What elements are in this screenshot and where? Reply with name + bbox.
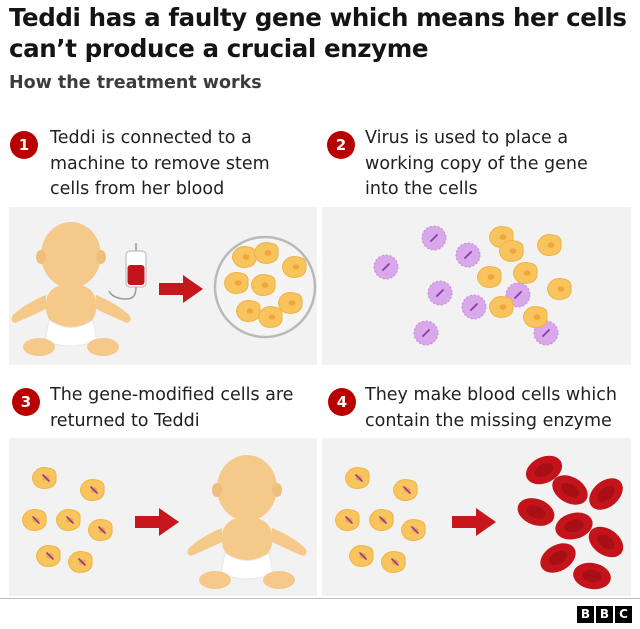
step-2-text: Virus is used to place a working copy of… xyxy=(365,128,588,199)
footer-divider xyxy=(0,598,640,599)
step-3-text: The gene-modified cells are returned to … xyxy=(50,385,294,431)
step-1-illustration xyxy=(9,207,317,365)
blood-bag-icon xyxy=(108,243,147,300)
step-3-badge: 3 xyxy=(12,388,40,416)
step-4-text: They make blood cells which contain the … xyxy=(365,385,617,431)
logo-letter: B xyxy=(577,606,594,623)
step-4-badge: 4 xyxy=(328,388,356,416)
modified-cells xyxy=(21,466,113,574)
logo-letter: C xyxy=(615,606,632,623)
baby-figure xyxy=(186,454,308,590)
arrow-icon xyxy=(159,275,203,303)
arrow-icon xyxy=(452,508,496,536)
bbc-logo: B B C xyxy=(577,606,632,623)
logo-letter: B xyxy=(596,606,613,623)
petri-dish xyxy=(213,235,317,339)
step-1-text: Teddi is connected to a machine to remov… xyxy=(50,128,270,199)
step-3-illustration xyxy=(9,438,317,596)
step-2-badge: 2 xyxy=(327,131,355,159)
page-subtitle: How the treatment works xyxy=(9,73,262,93)
step-1-badge: 1 xyxy=(10,131,38,159)
modified-cells xyxy=(334,466,426,574)
page-title: Teddi has a faulty gene which means her … xyxy=(9,3,627,63)
stem-cells xyxy=(477,226,572,328)
arrow-icon xyxy=(135,508,179,536)
red-blood-cells xyxy=(513,450,630,593)
baby-figure xyxy=(10,221,132,357)
step-2-illustration xyxy=(322,207,631,365)
step-4-illustration xyxy=(322,438,631,596)
